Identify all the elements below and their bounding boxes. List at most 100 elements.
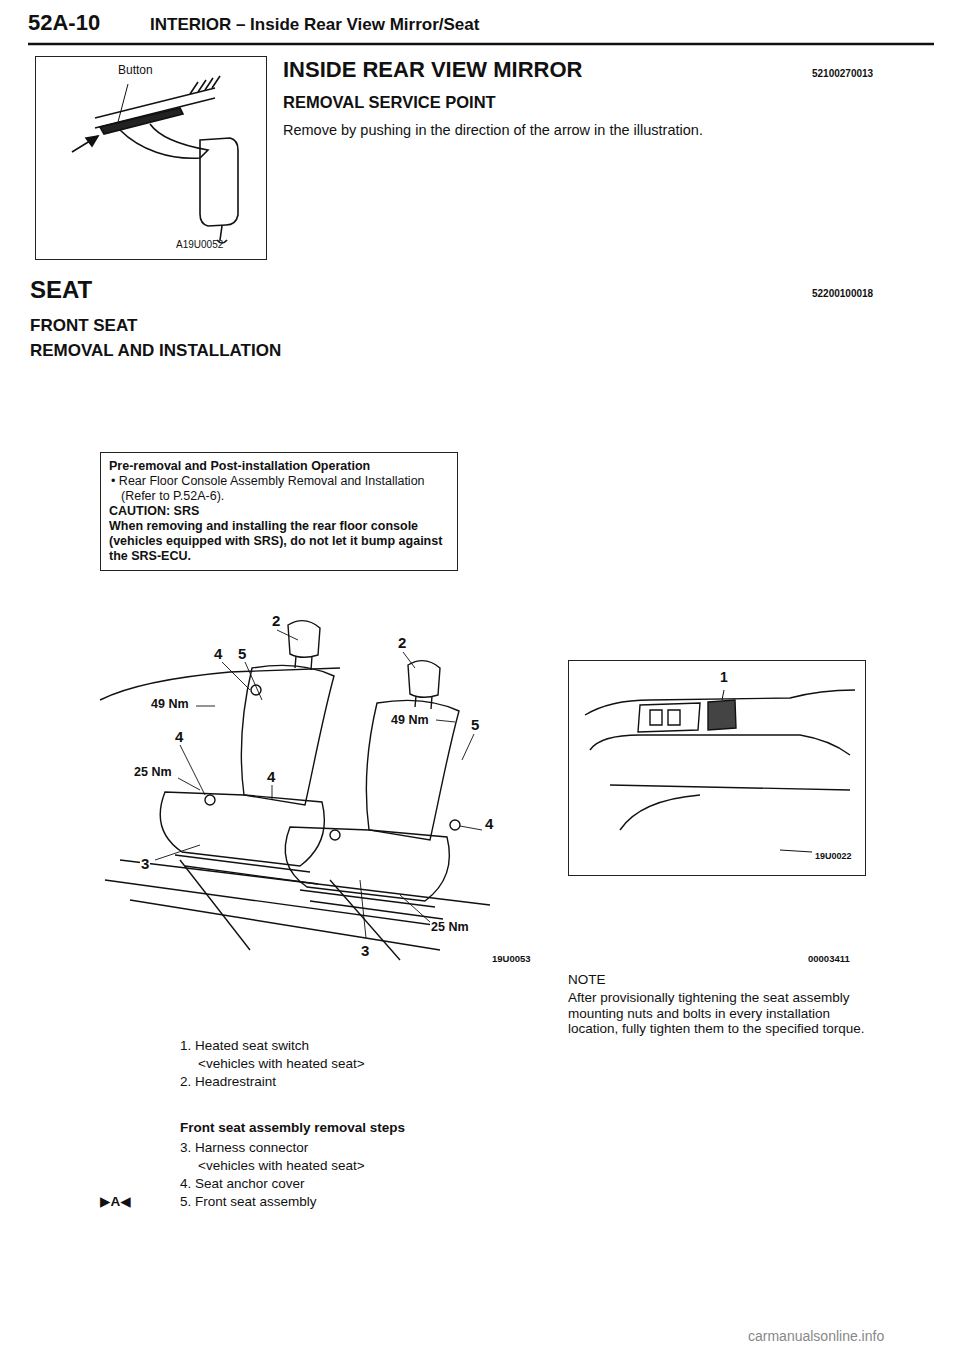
page-number: 52A-10: [28, 10, 100, 35]
anchor-cover: [205, 795, 215, 805]
service-point-mark: ▶A◀: [100, 1194, 131, 1210]
part-list-item: 3. Harness connector: [180, 1140, 308, 1156]
reference-code: 52200100018: [812, 288, 873, 300]
callout-number: 4: [213, 645, 223, 662]
console-illustration: [585, 690, 855, 852]
leader-line: [780, 850, 812, 852]
switch-panel: [638, 703, 700, 732]
note-text: After provisionally tightening the seat …: [568, 990, 883, 1037]
leader-line: [222, 662, 250, 690]
callout-label: 1: [720, 669, 728, 686]
seat-rail: [175, 855, 318, 884]
callout-number: 4: [174, 728, 184, 745]
floor-line: [105, 860, 490, 950]
seat-illustration: [100, 621, 490, 960]
leader-lines: [155, 630, 482, 938]
subheading: REMOVAL AND INSTALLATION: [30, 341, 281, 361]
torque-value: 49 Nm: [150, 697, 190, 711]
leader-line: [180, 745, 205, 795]
watermark: carmanualsonline.info: [748, 1328, 884, 1344]
figure-code: A19U0052: [176, 239, 223, 251]
callout-number: 5: [470, 716, 480, 733]
seat-cushion: [160, 792, 324, 866]
reference-code: 52100270013: [812, 68, 873, 80]
leader-line: [400, 895, 430, 922]
leader-line: [277, 630, 298, 640]
heated-seat-switch: [708, 700, 736, 730]
page-title: INTERIOR – Inside Rear View Mirror/Seat: [150, 15, 479, 35]
callout-label: Button: [118, 63, 153, 77]
leader-line: [360, 880, 366, 938]
header-rule: [28, 43, 934, 45]
anchor-cover: [330, 830, 340, 840]
leader-line: [722, 690, 724, 700]
seat-back: [366, 700, 459, 840]
section-heading: SEAT: [30, 276, 92, 304]
torque-value: 25 Nm: [133, 765, 173, 779]
callout-number: 3: [140, 855, 150, 872]
seat-cushion: [285, 827, 449, 901]
box-text: When removing and installing the rear fl…: [109, 519, 449, 564]
callout-number: 3: [360, 942, 370, 959]
floor-line: [180, 860, 400, 960]
headrest-post: [295, 656, 312, 670]
note-box: Pre-removal and Post-installation Operat…: [100, 452, 458, 571]
leader-line: [436, 720, 455, 722]
mirror-illustration: [72, 76, 238, 243]
torque-value: 25 Nm: [430, 920, 470, 934]
push-arrow-head: [86, 136, 98, 146]
mirror-base: [100, 108, 183, 134]
leader-line: [245, 662, 262, 700]
leader-line: [403, 652, 415, 668]
front-seat: [160, 621, 334, 884]
leader-line: [155, 845, 200, 860]
part-list-item: 2. Headrestraint: [180, 1074, 276, 1090]
seat-back: [241, 665, 334, 805]
push-arrow: [72, 136, 98, 152]
anchor-cover: [450, 820, 460, 830]
box-text: CAUTION: SRS: [109, 504, 449, 519]
callout-number: 4: [484, 815, 494, 832]
section-heading: INSIDE REAR VIEW MIRROR: [283, 57, 582, 82]
leader-line: [178, 778, 200, 790]
figure-frame: ButtonA19U0052: [35, 56, 267, 260]
part-list-item: <vehicles with heated seat>: [198, 1158, 365, 1174]
part-list-item: 4. Seat anchor cover: [180, 1176, 305, 1192]
figure-code: 19U0022: [815, 851, 852, 862]
headrest: [288, 621, 320, 658]
list-heading: Front seat assembly removal steps: [180, 1120, 405, 1136]
subheading: FRONT SEAT: [30, 316, 137, 336]
box-text: • Rear Floor Console Assembly Removal an…: [109, 474, 449, 504]
switch-panel: [650, 710, 680, 725]
headrest-post: [415, 696, 432, 709]
figure-code: 19U0053: [492, 954, 531, 965]
figure-code: 00003411: [808, 954, 850, 965]
mirror-head: [200, 138, 238, 226]
subheading: REMOVAL SERVICE POINT: [283, 93, 496, 112]
console-line: [590, 735, 850, 755]
part-list-item: 5. Front seat assembly: [180, 1194, 317, 1210]
part-list-item: 1. Heated seat switch: [180, 1038, 309, 1054]
callout-number: 2: [271, 612, 281, 629]
leader-line: [272, 785, 273, 800]
figure-frame: 1 19U0022: [568, 660, 866, 876]
torque-value: 49 Nm: [390, 713, 430, 727]
leader-line: [460, 826, 482, 830]
console-line: [610, 785, 850, 830]
note-heading: NOTE: [568, 972, 606, 988]
leader-line: [462, 734, 474, 760]
box-heading: Pre-removal and Post-installation Operat…: [109, 459, 449, 474]
front-seat: [285, 661, 460, 919]
header-rule: [28, 43, 934, 46]
body-line: [100, 668, 340, 700]
leader-line: [196, 706, 215, 707]
body-text: Remove by pushing in the direction of th…: [283, 122, 883, 139]
callout-number: 2: [397, 634, 407, 651]
windshield-hatch: [190, 76, 220, 94]
callout-number: 5: [237, 645, 247, 662]
callout-number: 4: [266, 768, 276, 785]
part-list-item: <vehicles with heated seat>: [198, 1056, 365, 1072]
